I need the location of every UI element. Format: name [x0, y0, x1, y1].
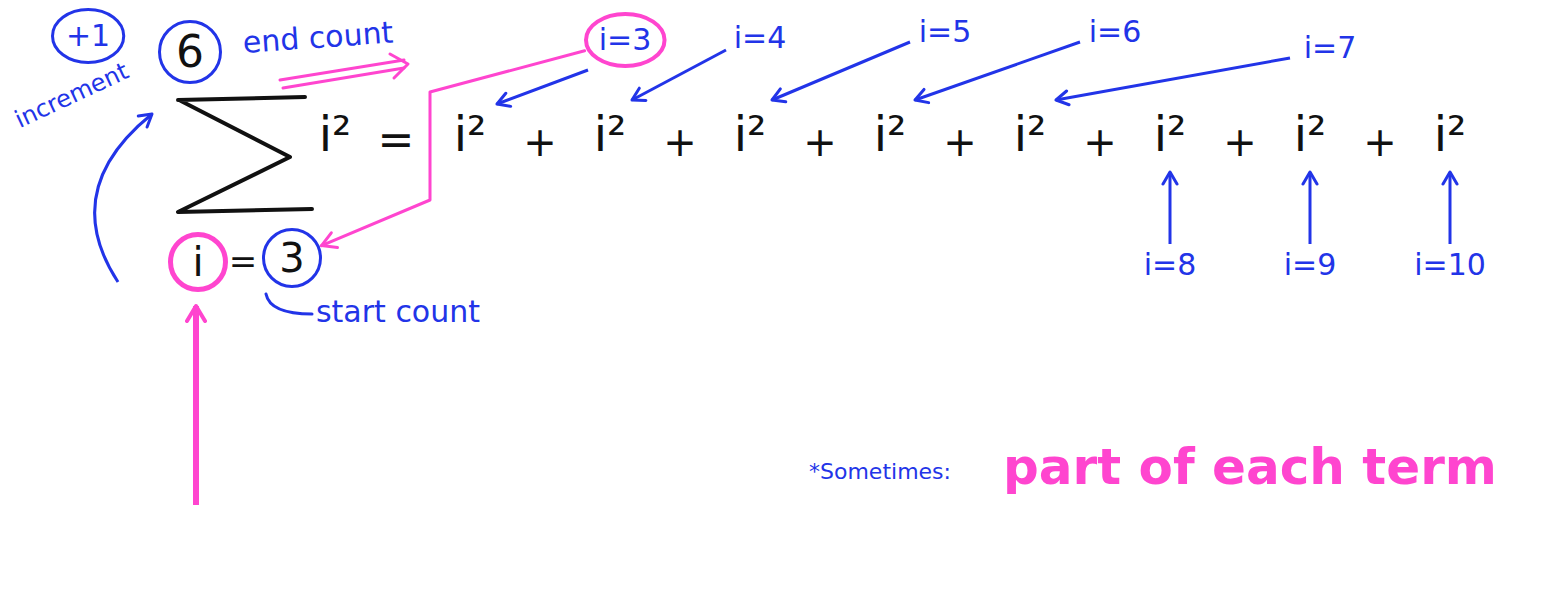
plus-sign: +: [1083, 119, 1117, 165]
plus-sign: +: [803, 119, 837, 165]
index-label: i=4: [734, 21, 787, 56]
equals-sign: =: [378, 115, 415, 166]
node-text: i: [192, 242, 203, 282]
index-label: i=5: [919, 15, 972, 50]
sigma-symbol: [178, 97, 312, 212]
node-text: +1: [66, 21, 110, 51]
pointer-arrow: [95, 114, 152, 282]
leader-line: [266, 294, 312, 314]
expanded-term: i²: [454, 107, 487, 162]
pointer-arrow: [1169, 172, 1172, 244]
expanded-term: i²: [1434, 107, 1467, 162]
plus-sign: +: [663, 119, 697, 165]
annotation-text: increment: [11, 58, 133, 135]
annotation-text: end count: [242, 16, 395, 61]
note-text: *Sometimes:: [809, 459, 951, 484]
plus-sign: +: [523, 119, 557, 165]
circle-outline: [171, 235, 226, 290]
circled-lower-bound: 3: [262, 228, 322, 288]
circle-outline: [586, 14, 665, 66]
expanded-term: i²: [734, 107, 767, 162]
plus-sign: +: [943, 119, 977, 165]
summand-term: i²: [319, 107, 352, 162]
circled-increment: +1: [51, 8, 125, 64]
index-label: i=9: [1284, 248, 1337, 283]
emphasis-arrowhead: [390, 54, 408, 78]
index-label: i=7: [1304, 31, 1357, 66]
circle-outline: [264, 230, 321, 287]
plus-sign: +: [1223, 119, 1257, 165]
emphasis-arrow: [280, 60, 404, 88]
expanded-term: i²: [1294, 107, 1327, 162]
expanded-term: i²: [1014, 107, 1047, 162]
circled-upper-bound: 6: [158, 20, 222, 84]
pointer-arrow: [1309, 172, 1312, 244]
emphasis-arrow: [193, 306, 199, 505]
pointer-arrow: [772, 42, 910, 100]
index-label: i=6: [1089, 15, 1142, 50]
pointer-arrow: [1056, 58, 1290, 100]
pointer-arrow: [632, 50, 726, 100]
circled-index-variable: i: [168, 232, 228, 292]
note-highlight: part of each term: [1003, 439, 1497, 497]
index-label: i=8: [1144, 248, 1197, 283]
node-text: 6: [176, 30, 204, 74]
circle-outline: [160, 22, 221, 83]
plus-sign: +: [1363, 119, 1397, 165]
circle-outline: [52, 10, 123, 63]
annotation-text: start count: [316, 295, 480, 330]
pointer-arrow: [497, 70, 588, 104]
node-text: 3: [279, 238, 304, 278]
pointer-connector: [322, 51, 585, 246]
index-label: i=10: [1414, 248, 1486, 283]
expanded-term: i²: [874, 107, 907, 162]
pointer-arrow: [1449, 172, 1452, 244]
equals-sign: =: [229, 242, 258, 281]
node-text: i=3: [599, 25, 652, 55]
pointer-arrow: [915, 42, 1080, 100]
expanded-term: i²: [1154, 107, 1187, 162]
expanded-term: i²: [594, 107, 627, 162]
circled-index-value: i=3: [584, 12, 667, 68]
